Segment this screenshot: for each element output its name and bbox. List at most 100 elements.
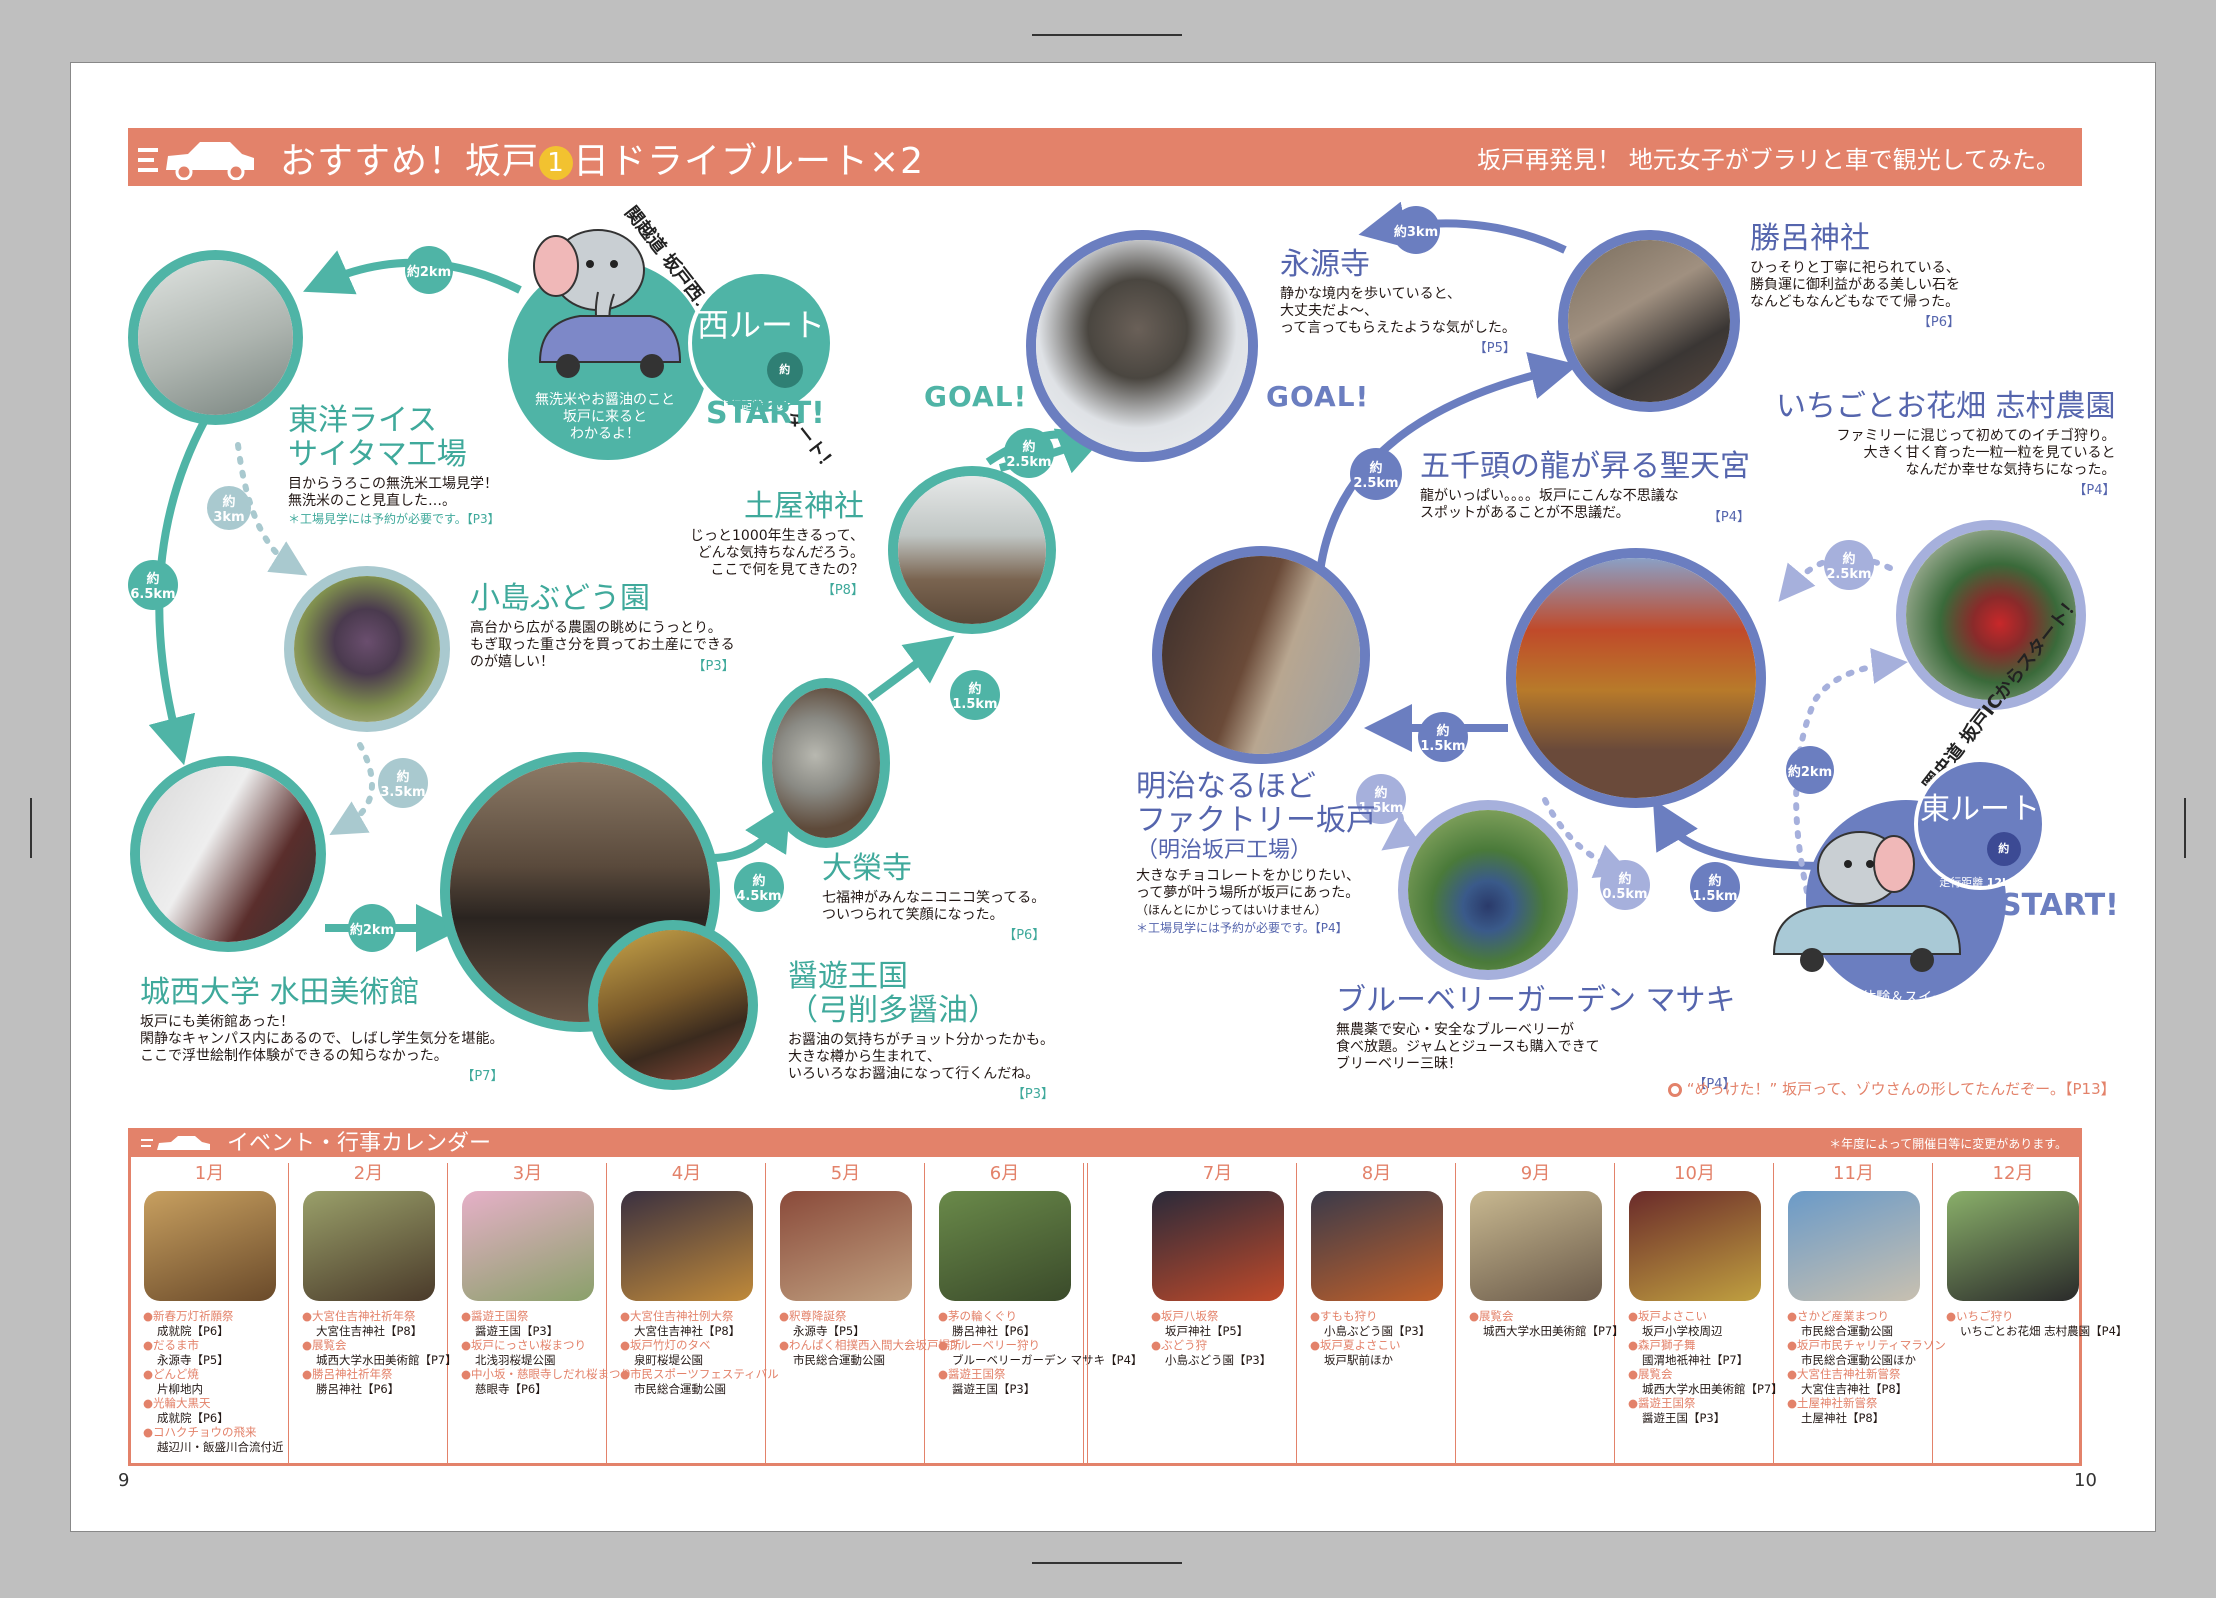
spot-name: 土屋神社 xyxy=(743,489,864,524)
event-venue: 勝呂神社【P6】 xyxy=(316,1381,400,1396)
calendar-title: イベント・行事カレンダー xyxy=(227,1131,492,1156)
distance-badge: 約1.5km xyxy=(1690,862,1740,912)
spot-name: 勝呂神社 xyxy=(1750,221,1870,256)
west-distance: 走行距離 約20km xyxy=(692,352,830,413)
month-label: 11月 xyxy=(1833,1163,1874,1184)
event-list: ●釈尊降誕祭永源寺【P5】●わんぱく相撲西入間大会坂戸場所市民総合運動公園 xyxy=(779,1309,962,1367)
event-title: ●森戸獅子舞 xyxy=(1628,1338,1696,1352)
bullet-icon: ● xyxy=(620,1338,631,1352)
spot-ref: 【P4】 xyxy=(1707,510,1750,525)
bullet-icon: ● xyxy=(302,1367,313,1381)
spot-desc: 高台から広がる農園の眺めにうっとり。もぎ取った重さ分を買ってお土産にできるのが嬉… xyxy=(470,620,735,670)
event-title: ●展覧会 xyxy=(1469,1309,1514,1323)
bullet-icon: ● xyxy=(1628,1367,1639,1381)
bullet-icon: ● xyxy=(779,1338,790,1352)
event-title: ●坂戸竹灯のタベ xyxy=(620,1338,711,1352)
spot-name: 東洋ライス xyxy=(288,403,438,438)
east-bubble-text: 不思議体験＆スイーツ三昧坂戸でしてみない？ xyxy=(1820,990,1988,1023)
event-title: ●すもも狩り xyxy=(1310,1309,1378,1323)
month-photo xyxy=(143,1191,276,1301)
month-photo xyxy=(1947,1191,2079,1301)
spot-ref: 【P5】 xyxy=(1473,341,1516,356)
route-arrow xyxy=(235,442,308,576)
month-photo xyxy=(461,1191,594,1301)
event-venue: 片柳地内 xyxy=(157,1381,203,1396)
west-route-badge: 西ルート 走行距離 約20km xyxy=(688,270,834,416)
calendar-month: 8月●すもも狩り小島ぶどう園【P3】●坂戸夏よさこい坂戸駅前ほか xyxy=(1298,1163,1456,1463)
event-title: ●大宮住吉神社祈年祭 xyxy=(302,1309,416,1323)
month-label: 1月 xyxy=(194,1163,225,1184)
event-title: ●坂戸夏よさこい xyxy=(1310,1338,1401,1352)
event-list: ●坂戸よさこい坂戸小学校周辺●森戸獅子舞國渭地祇神社【P7】●展覧会城西大学水田… xyxy=(1628,1309,1783,1425)
event-title: ●コハクチョウの飛来 xyxy=(143,1425,257,1439)
bullet-icon: ● xyxy=(302,1338,313,1352)
spot-name: 永源寺 xyxy=(1280,247,1370,282)
month-photo xyxy=(302,1191,435,1301)
event-title: ●茅の輪くぐり xyxy=(938,1309,1018,1323)
page-subtitle: 坂戸再発見！ 地元女子がブラリと車で観光してみた。 xyxy=(1477,146,2060,174)
calendar-divider xyxy=(1087,1163,1088,1463)
car-icon xyxy=(141,1136,210,1150)
bullet-icon: ● xyxy=(1628,1309,1639,1323)
event-title: ●ぶどう狩 xyxy=(1151,1338,1208,1352)
bullet-icon: ● xyxy=(1151,1338,1162,1352)
katsuro-photo xyxy=(1558,230,1740,412)
bullet-icon: ● xyxy=(620,1367,631,1381)
spot-desc: 目からうろこの無洗米工場見学！無洗米のこと見直した…。 xyxy=(288,476,498,509)
event-venue: 醤遊王国【P3】 xyxy=(475,1323,559,1338)
spot-desc: 龍がいっぱい。。。。坂戸にこんな不思議なスポットがあることが不思議だ。 xyxy=(1420,488,1679,521)
distance-badge: 約2.5km xyxy=(1350,448,1402,500)
event-title: ●展覧会 xyxy=(1628,1367,1673,1381)
spot-ref: 【P4】 xyxy=(1693,1077,1736,1092)
calendar-month: 5月●釈尊降誕祭永源寺【P5】●わんぱく相撲西入間大会坂戸場所市民総合運動公園 xyxy=(767,1163,962,1463)
event-venue: 市民総合運動公園 xyxy=(634,1381,726,1396)
spot-desc: 七福神がみんなニコニコ笑ってる。ついつられて笑顔になった。 xyxy=(822,890,1046,923)
event-title: ●大宮住吉神社例大祭 xyxy=(620,1309,734,1323)
east-start-label: START! xyxy=(2000,888,2119,923)
spot-note: ＊工場見学には予約が必要です。【P4】 xyxy=(1136,921,1348,935)
distance-badge: 約2km xyxy=(348,904,396,952)
bullet-icon: ● xyxy=(1787,1309,1798,1323)
crop-mark xyxy=(30,798,32,858)
event-venue: 成就院【P6】 xyxy=(157,1410,229,1425)
month-photo xyxy=(938,1191,1071,1301)
distance-badge: 約2km xyxy=(405,246,453,294)
east-goal-label: GOAL! xyxy=(1266,380,1370,413)
bullet-icon: ● xyxy=(1310,1309,1321,1323)
magnifier-icon xyxy=(1668,1082,1682,1097)
bullet-icon: ● xyxy=(143,1338,154,1352)
event-title: ●だるま市 xyxy=(143,1338,200,1352)
month-photo xyxy=(620,1191,753,1301)
event-title: ●釈尊降誕祭 xyxy=(779,1309,847,1323)
bullet-icon: ● xyxy=(1151,1309,1162,1323)
event-venue: 坂戸神社【P5】 xyxy=(1165,1323,1249,1338)
page-number-right: 10 xyxy=(2074,1470,2097,1491)
east-route-name: 東ルート xyxy=(1920,792,2040,827)
calendar-month: 9月●展覧会城西大学水田美術館【P7】 xyxy=(1457,1163,1624,1463)
west-goal-label: GOAL! xyxy=(924,380,1028,413)
month-label: 6月 xyxy=(989,1163,1020,1184)
event-list: ●茅の輪くぐり勝呂神社【P6】●ブルーベリー狩りブルーベリーガーデン マサキ【P… xyxy=(938,1309,1142,1396)
event-venue: 坂戸駅前ほか xyxy=(1324,1352,1393,1367)
bullet-icon: ● xyxy=(779,1309,790,1323)
spot-desc: 大きなチョコレートをかじりたい、って夢が叶う場所が坂戸にあった。（ほんとにかじっ… xyxy=(1136,868,1360,917)
bullet-icon: ● xyxy=(143,1425,154,1439)
distance-badge: 約3.5km xyxy=(378,758,428,808)
event-venue: 泉町桜堤公園 xyxy=(634,1352,703,1367)
event-title: ●わんぱく相撲西入間大会坂戸場所 xyxy=(779,1338,962,1352)
west-start-label: START! xyxy=(706,396,825,431)
event-venue: 坂戸小学校周辺 xyxy=(1642,1323,1723,1338)
calendar-month: 3月●醤遊王国祭醤遊王国【P3】●坂戸にっさい桜まつり北浅羽桜堤公園●中小坂・慈… xyxy=(449,1163,632,1463)
bullet-icon: ● xyxy=(143,1367,154,1381)
distance-badge: 約1.5km xyxy=(1356,774,1406,824)
spot-name: 明治なるほど xyxy=(1136,769,1316,804)
event-title: ●展覧会 xyxy=(302,1338,347,1352)
spot-ref: 【P4】 xyxy=(2073,483,2116,498)
route-arrow xyxy=(1316,352,1579,573)
event-venue: 市民総合運動公園 xyxy=(793,1352,885,1367)
distance-badge: 約4.5km xyxy=(734,862,784,912)
distance-badge: 約2.5km xyxy=(1824,540,1874,590)
route-arrow xyxy=(867,635,955,702)
bullet-icon: ● xyxy=(143,1396,154,1410)
